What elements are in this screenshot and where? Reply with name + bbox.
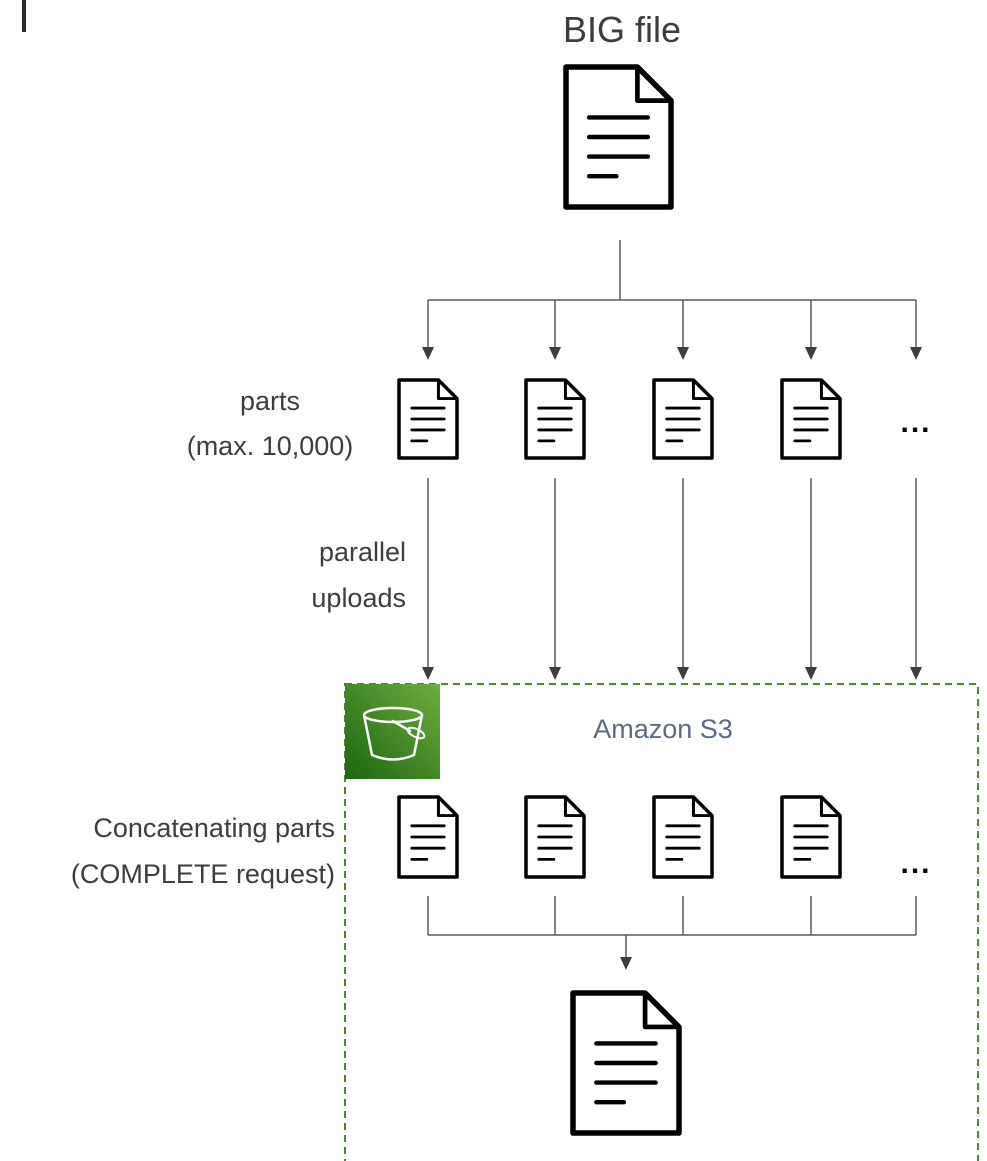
parts-max-label: (max. 10,000) (187, 431, 354, 461)
parts-label: parts (240, 386, 300, 416)
concat-request-label: (COMPLETE request) (71, 859, 335, 889)
big-file-title: BIG file (563, 9, 681, 50)
uploads-label: uploads (311, 583, 406, 613)
parallel-upload-arrows (422, 478, 922, 680)
fan-out-arrow-1 (422, 300, 434, 360)
s3-container-box (344, 683, 979, 1161)
s3-parts-row (397, 795, 842, 879)
concat-label: Concatenating parts (93, 813, 335, 843)
fan-out-connector (428, 240, 916, 301)
document-icon (570, 990, 682, 1136)
s3-bucket-icon (345, 684, 440, 779)
fan-out-arrow-3 (677, 300, 689, 360)
stored-part-document-icon (652, 795, 714, 879)
merge-arrow (620, 935, 632, 970)
upload-arrow-5 (910, 478, 922, 680)
parts-row (397, 378, 842, 460)
upload-arrow-2 (549, 478, 561, 680)
part-document-icon (780, 378, 842, 460)
part-document-icon (524, 378, 586, 460)
parallel-label: parallel (319, 537, 406, 567)
fan-out-arrow-2 (549, 300, 561, 360)
upload-arrow-1 (422, 478, 434, 680)
final-object-document-icon (570, 990, 682, 1136)
slide-edge-mark (22, 0, 26, 32)
document-icon (563, 64, 674, 210)
s3-more-parts-ellipsis: ... (900, 847, 931, 880)
s3-service-label: Amazon S3 (593, 714, 733, 744)
stored-part-document-icon (397, 795, 459, 879)
stored-part-document-icon (524, 795, 586, 879)
merge-connector (427, 896, 917, 970)
big-file-document-icon (563, 64, 674, 210)
upload-arrow-4 (805, 478, 817, 680)
more-parts-ellipsis: ... (900, 406, 931, 439)
part-document-icon (652, 378, 714, 460)
fan-out-arrow-4 (805, 300, 817, 360)
part-document-icon (397, 378, 459, 460)
upload-arrow-3 (677, 478, 689, 680)
fan-out-arrow-5 (910, 300, 922, 360)
fan-out-arrows (422, 300, 922, 360)
stored-part-document-icon (780, 795, 842, 879)
